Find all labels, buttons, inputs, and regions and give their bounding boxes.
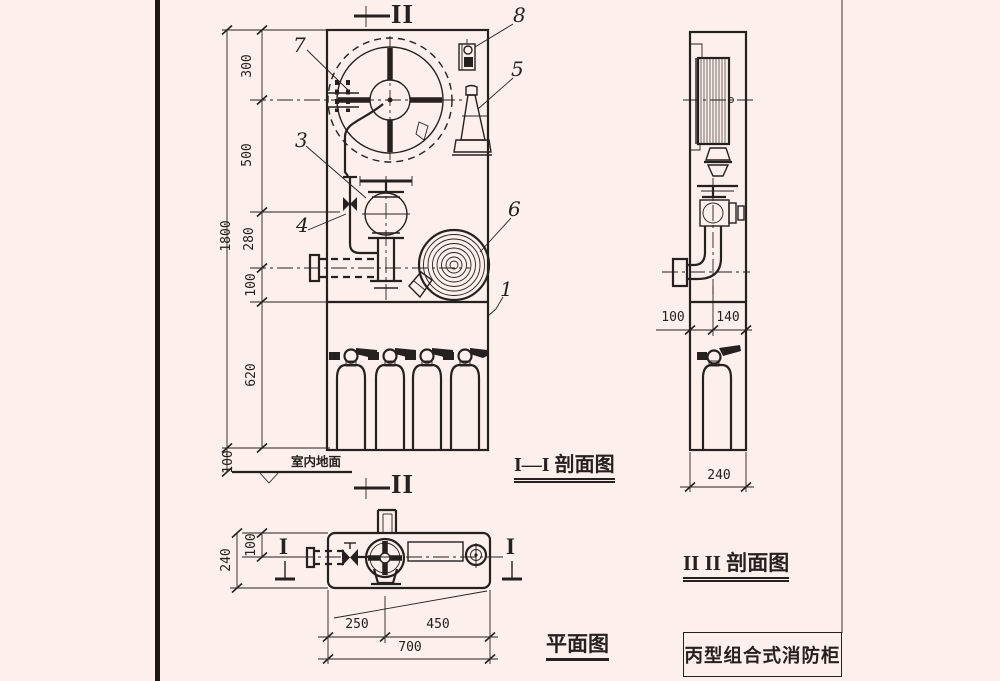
dim-plan-240: 240 [219, 548, 234, 572]
callout-5: 5 [511, 57, 524, 81]
callout-4: 4 [296, 213, 309, 237]
reel-drum-side [683, 43, 753, 151]
dim-100-mid: 100 [244, 273, 259, 297]
plan-supply-valve [305, 542, 368, 569]
plan-view-label: 平面图 [546, 634, 609, 661]
dim-plan-450: 450 [426, 617, 450, 632]
plan-section-flags [275, 561, 522, 581]
dim-plan-700: 700 [398, 640, 422, 655]
side-cabinet-outline [688, 30, 748, 452]
front-cabinet-outline [325, 28, 490, 452]
section-cut-marks [354, 6, 390, 499]
callout-1: 1 [500, 277, 513, 301]
page-left-border [155, 0, 160, 681]
section-mark-top: II [391, 0, 415, 29]
plan-valve-wheel [364, 537, 406, 586]
dim-1800: 1800 [219, 220, 234, 252]
side-dimension-lines [656, 282, 754, 493]
coil-nozzle [408, 271, 433, 299]
dim-100-floor: 100 [221, 450, 236, 474]
front-dimension-chain [221, 24, 340, 478]
callout-7: 7 [293, 33, 306, 57]
front-section-label: I—I 剖面图 [514, 455, 615, 483]
plan-hose-slot [407, 541, 464, 562]
plan-mark-left: I [279, 534, 288, 559]
nozzle-side [704, 147, 732, 177]
dim-620: 620 [244, 363, 259, 387]
drain-valve [343, 175, 378, 255]
callout-3: 3 [295, 128, 308, 152]
plan-cabinet-outline [326, 531, 492, 590]
dim-side-240: 240 [707, 468, 731, 483]
side-view [656, 30, 754, 493]
dim-500: 500 [240, 143, 255, 167]
hose-reel [250, 36, 462, 177]
front-view [221, 6, 514, 499]
plan-pipe-stub [376, 508, 398, 533]
plan-dimension-lines [230, 527, 498, 665]
drawing-title: 丙型组合式消防柜 [684, 645, 841, 667]
callout-leaders-front [305, 23, 514, 317]
dim-300: 300 [240, 54, 255, 78]
callout-6: 6 [508, 197, 521, 221]
dim-side-100: 100 [661, 310, 685, 325]
title-block: 丙型组合式消防柜 [683, 632, 842, 677]
dim-side-140: 140 [716, 310, 740, 325]
alarm-button-device [458, 39, 476, 71]
side-section-label: II II 剖面图 [683, 553, 790, 582]
floor-level [232, 470, 352, 484]
floor-level-label: 室内地面 [291, 454, 342, 469]
coiled-hose [408, 228, 491, 302]
nozzle-front [452, 84, 492, 156]
plan-mark-right: I [506, 534, 515, 559]
supply-pipe [250, 253, 470, 283]
hydrant-valve [359, 176, 413, 300]
fire-extinguisher-side [697, 345, 741, 450]
plan-coil-circle [464, 543, 488, 568]
valve-side [662, 178, 750, 295]
dim-plan-100: 100 [244, 533, 259, 557]
section-mark-bottom: II [391, 469, 415, 499]
callout-8: 8 [513, 3, 526, 27]
dim-280: 280 [242, 227, 257, 251]
fire-extinguishers-front [329, 348, 487, 450]
dim-plan-250: 250 [345, 617, 369, 632]
plan-leader-line [333, 590, 488, 619]
plan-view [230, 508, 522, 665]
